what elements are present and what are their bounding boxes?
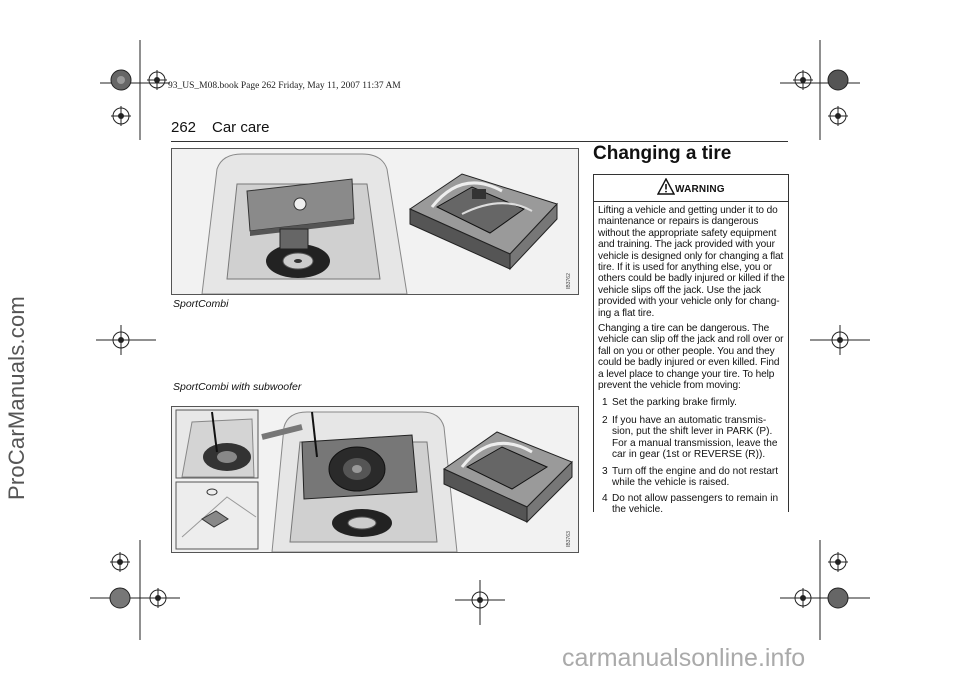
crop-mark-top-right — [780, 40, 860, 140]
step-number: 3 — [602, 466, 608, 477]
step-number: 1 — [602, 397, 608, 408]
step-text: Turn off the engine and do not restart w… — [612, 466, 779, 489]
warning-label: WARNING — [675, 184, 725, 195]
print-info: 93_US_M08.book Page 262 Friday, May 11, … — [168, 81, 401, 91]
figure-code: IB3763 — [566, 531, 572, 547]
header-rule — [171, 141, 788, 142]
side-watermark: ProCarManuals.com — [4, 296, 29, 500]
step-number: 4 — [602, 493, 608, 504]
figure-code: IB3762 — [566, 273, 572, 289]
section-title: Changing a tire — [593, 143, 732, 164]
step-text: Do not allow passengers to remain in the… — [612, 493, 779, 516]
crop-mark-right-middle — [810, 325, 870, 355]
crop-mark-top-left — [100, 40, 170, 140]
step-number: 2 — [602, 415, 608, 426]
warning-triangle-icon — [657, 178, 675, 195]
crop-mark-bottom-right — [780, 540, 870, 640]
warning-box: WARNING Lifting a vehicle and getting un… — [593, 174, 789, 515]
trunk-illustration — [172, 149, 578, 294]
step-text: If you have an automatic transmis-sion, … — [612, 415, 778, 461]
crop-mark-bottom-center — [455, 580, 505, 625]
intro-text: Changing a tire can be dangerous. The ve… — [598, 323, 784, 392]
figure-sportcombi-subwoofer: IB3763 — [171, 406, 579, 553]
figure-caption-top: SportCombi — [173, 298, 229, 310]
warning-text: Lifting a vehicle and getting under it t… — [598, 205, 785, 319]
figure-caption-bottom: SportCombi with subwoofer — [173, 381, 302, 393]
step-text: Set the parking brake firmly. — [612, 397, 737, 408]
subwoofer-illustration — [172, 407, 578, 552]
page-number: 262 — [171, 119, 197, 136]
warning-header: WARNING — [594, 175, 788, 202]
section-header: Car care — [212, 119, 270, 136]
bottom-watermark: carmanualsonline.info — [562, 644, 806, 672]
crop-mark-bottom-left — [90, 540, 180, 640]
crop-mark-left-middle — [96, 325, 156, 355]
figure-sportcombi-trunk: IB3762 — [171, 148, 579, 295]
